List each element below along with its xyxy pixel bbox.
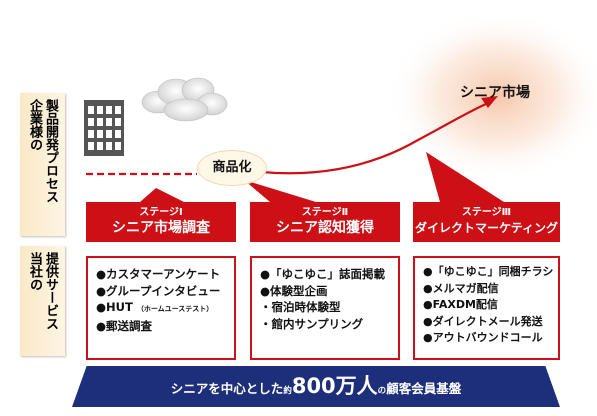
stage-3-item: ●メルマガ配信 xyxy=(423,281,499,295)
stage-2-box: ●「ゆこゆこ」誌面掲載 ●体験型企画 ・宿泊時体験型 ・館内サンプリング xyxy=(250,256,400,360)
banner-suffix: 顧客会員基盤 xyxy=(386,381,462,396)
stage-3-number: ステージⅢ xyxy=(461,207,512,218)
banner-prefix: シニアを中心とした xyxy=(170,381,284,396)
stage-1-item: ●グループインタビュー xyxy=(96,283,221,298)
stage-3-box: ●「ゆこゆこ」同梱チラシ ●メルマガ配信 ●FAXDM配信 ●ダイレクトメール発… xyxy=(413,256,560,360)
callout-pointer-3 xyxy=(426,152,504,202)
callout-pointer-1 xyxy=(140,188,184,202)
stage-1-list: ●カスタマーアンケート ●グループインタビュー ●HUT （ホームユーステスト）… xyxy=(96,266,228,334)
banner-number: 800万人 xyxy=(291,374,378,398)
stage-2-item: ●「ゆこゆこ」誌面掲載 xyxy=(260,267,386,281)
banner-no: の xyxy=(377,386,387,396)
arrow-head-icon xyxy=(481,96,498,108)
stage-2-item: ・館内サンプリング xyxy=(260,316,364,331)
services-label: 当社の 提供サービス xyxy=(20,246,65,356)
stage-2-item: ●体験型企画 xyxy=(260,283,328,298)
callout-pointer-2 xyxy=(244,180,316,202)
stage-2-item: ・宿泊時体験型 xyxy=(260,300,341,314)
services-label-line1: 当社の xyxy=(27,252,42,291)
stage-2-list: ●「ゆこゆこ」誌面掲載 ●体験型企画 ・宿泊時体験型 ・館内サンプリング xyxy=(260,266,392,332)
stage-1-hut: ●HUT xyxy=(96,300,133,314)
building-icon xyxy=(84,100,124,156)
development-process-label: 企業様の 製品開発プロセス xyxy=(20,93,65,236)
stage-1-title: シニア市場調査 xyxy=(112,220,210,236)
stage-3-title: ダイレクトマーケティング xyxy=(414,221,559,235)
stage-1-item: ●カスタマーアンケート xyxy=(96,267,221,281)
stage-2-header: ステージⅡ シニア認知獲得 xyxy=(250,202,400,242)
product-bubble: 商品化 xyxy=(197,150,267,186)
stage-3-item: ●ダイレクトメール発送 xyxy=(423,314,543,328)
stage-1-hut-note: （ホームユーステスト） xyxy=(136,305,214,313)
banner-approx: 約 xyxy=(283,386,292,396)
stage-3-list: ●「ゆこゆこ」同梱チラシ ●メルマガ配信 ●FAXDM配信 ●ダイレクトメール発… xyxy=(423,264,554,347)
customer-base-banner: シニアを中心とした約800万人の顧客会員基盤 xyxy=(72,366,560,407)
market-label: シニア市場 xyxy=(460,85,530,101)
stage-1-item: ●郵送調査 xyxy=(96,318,153,333)
services-label-line2: 提供サービス xyxy=(43,252,58,330)
stage-1-box: ●カスタマーアンケート ●グループインタビュー ●HUT （ホームユーステスト）… xyxy=(86,256,236,360)
cloud-icon xyxy=(141,77,228,122)
growth-curve xyxy=(261,102,487,175)
development-label-line1: 企業様の xyxy=(27,99,42,151)
stage-1-header: ステージⅠ シニア市場調査 xyxy=(86,202,236,242)
stage-3-item: ●「ゆこゆこ」同梱チラシ xyxy=(423,265,554,278)
stage-1-number: ステージⅠ xyxy=(139,207,183,218)
stage-3-item: ●アウトバウンドコール xyxy=(423,331,543,344)
stage-2-number: ステージⅡ xyxy=(301,207,349,218)
market-glow xyxy=(386,10,597,182)
stage-2-title: シニア認知獲得 xyxy=(276,220,374,236)
stage-3-item: ●FAXDM配信 xyxy=(423,298,498,311)
development-label-line2: 製品開発プロセス xyxy=(43,99,58,203)
stage-3-header: ステージⅢ ダイレクトマーケティング xyxy=(413,202,560,242)
stage-1-item: ●HUT （ホームユーステスト） xyxy=(96,299,228,318)
